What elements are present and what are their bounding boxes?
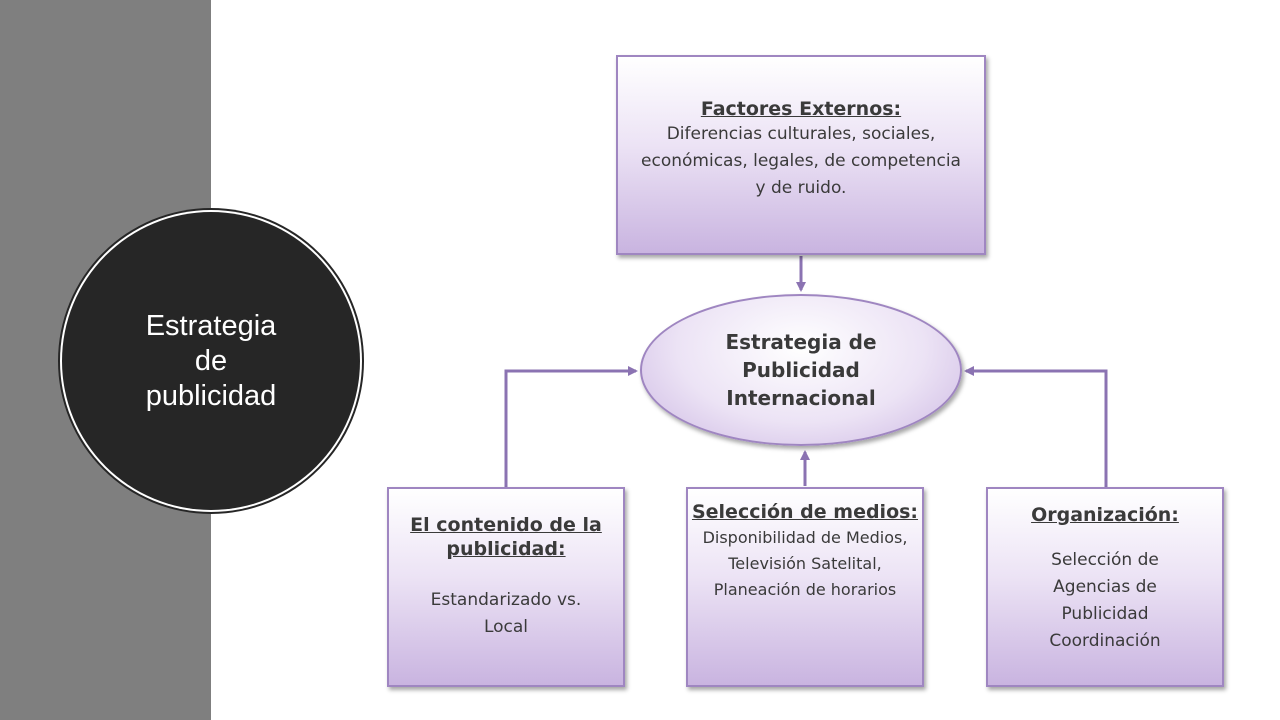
organizacion-body: Selección de Agencias de Publicidad Coor… — [1049, 550, 1161, 651]
factores-heading: Factores Externos: — [700, 98, 902, 120]
contenido-body: Estandarizado vs. Local — [430, 590, 582, 637]
title-circle: Estrategia de publicidad — [62, 212, 360, 510]
factores-externos-box: Factores Externos: Diferencias culturale… — [616, 55, 986, 255]
organizacion-box: Organización: Selección de Agencias de P… — [986, 487, 1224, 687]
slide-title: Estrategia de publicidad — [145, 309, 277, 412]
factores-body: Diferencias culturales, sociales, económ… — [641, 124, 961, 198]
seleccion-body: Disponibilidad de Medios, Televisión Sat… — [702, 528, 908, 599]
contenido-heading: El contenido de la publicidad: — [410, 514, 602, 560]
organizacion-heading: Organización: — [1031, 504, 1179, 526]
contenido-box: El contenido de la publicidad: Estandari… — [387, 487, 625, 687]
seleccion-heading: Selección de medios: — [691, 501, 919, 523]
arrow-contenido-to-center — [504, 366, 638, 487]
center-ellipse: Estrategia de Publicidad Internacional — [640, 294, 962, 446]
center-label: Estrategia de Publicidad Internacional — [725, 330, 877, 410]
seleccion-box: Selección de medios: Disponibilidad de M… — [686, 487, 924, 687]
arrow-organizacion-to-center — [964, 366, 1108, 487]
